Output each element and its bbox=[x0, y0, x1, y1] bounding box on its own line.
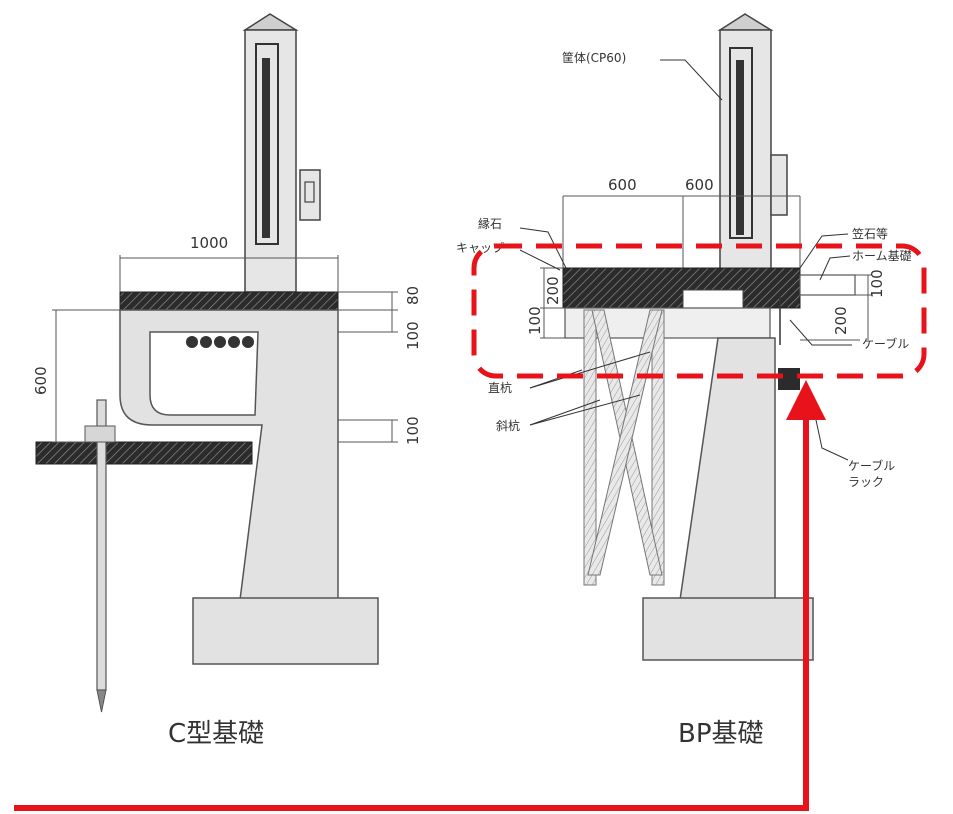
caption-c-type: C型基礎 bbox=[168, 719, 264, 749]
dim-600: 600 bbox=[32, 366, 50, 395]
right-top-slab bbox=[562, 267, 801, 309]
right-bp-foundation: 600 600 bbox=[456, 13, 912, 749]
label-cable: ケーブル bbox=[862, 336, 909, 351]
dim-600-a: 600 bbox=[608, 176, 637, 194]
dim-200-right: 200 bbox=[832, 306, 850, 335]
label-cap: キャップ bbox=[456, 241, 504, 255]
left-inner-cavity bbox=[149, 331, 259, 416]
left-anchor-pile bbox=[96, 399, 107, 691]
dim-80: 80 bbox=[404, 286, 422, 305]
dim-100-left: 100 bbox=[526, 306, 544, 335]
label-home-foundation: ホーム基礎 bbox=[852, 249, 912, 263]
cable-rack bbox=[778, 368, 800, 390]
right-piles bbox=[583, 309, 665, 586]
left-cables bbox=[186, 336, 254, 348]
dim-200-left: 200 bbox=[544, 276, 562, 305]
label-oblique-pile: 斜杭 bbox=[496, 418, 520, 433]
label-cable-rack-line2: ラック bbox=[848, 475, 884, 489]
dim-100-upper: 100 bbox=[404, 321, 422, 350]
left-dimension-lines bbox=[52, 255, 398, 443]
left-c-type-foundation: 1000 80 100 600 100 C型基礎 bbox=[32, 13, 422, 749]
right-footing bbox=[642, 597, 814, 661]
highlight-dashed-box bbox=[471, 243, 927, 379]
left-footing bbox=[192, 597, 379, 665]
left-top-slab bbox=[119, 291, 339, 311]
label-cable-rack: ケーブル ラック bbox=[848, 458, 899, 489]
leader-lines bbox=[519, 59, 852, 461]
dim-1000: 1000 bbox=[190, 234, 228, 252]
red-arrow-head bbox=[786, 380, 826, 420]
left-bottom-slab bbox=[35, 441, 253, 465]
label-straight-pile: 直杭 bbox=[488, 380, 512, 395]
left-post bbox=[242, 13, 321, 293]
right-platform-edge bbox=[799, 274, 856, 296]
label-upper: 縁石 bbox=[478, 216, 502, 231]
dim-100-right: 100 bbox=[868, 269, 886, 298]
red-connector-line bbox=[14, 418, 809, 811]
right-dimension-lines bbox=[540, 267, 872, 341]
right-post bbox=[717, 13, 788, 271]
red-annotation bbox=[14, 243, 927, 811]
dim-600-b: 600 bbox=[685, 176, 714, 194]
caption-bp-type: BP基礎 bbox=[678, 719, 764, 749]
right-top-frame bbox=[562, 195, 801, 268]
dim-100-lower: 100 bbox=[404, 416, 422, 445]
label-body: 筐体(CP60) bbox=[562, 50, 626, 65]
label-cable-rack-line1: ケーブル bbox=[848, 458, 895, 473]
label-stone: 笠石等 bbox=[852, 226, 888, 241]
